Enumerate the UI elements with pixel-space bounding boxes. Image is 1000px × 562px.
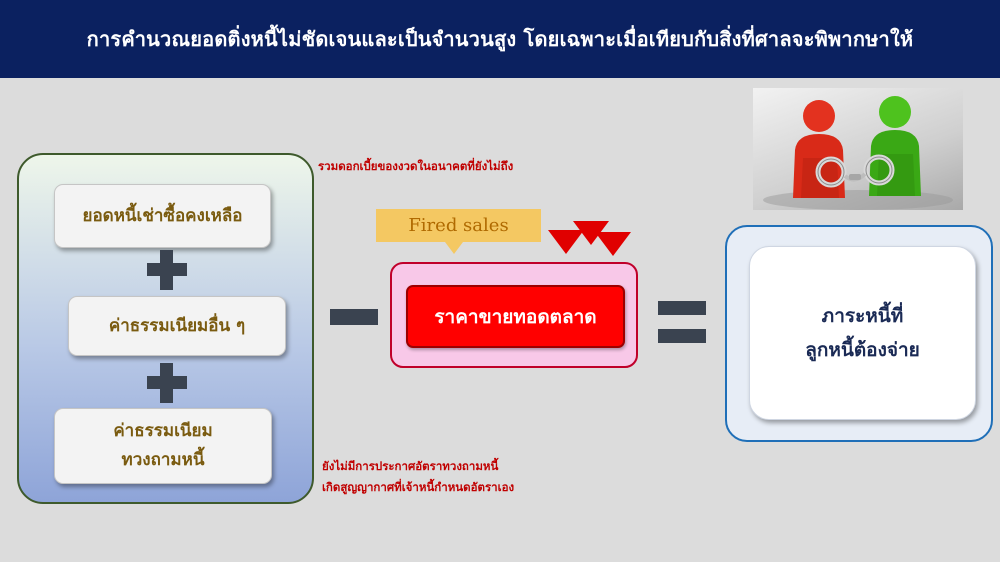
down-arrow-icon bbox=[595, 232, 631, 256]
collection-fee-label-line2: ทวงถามหนี้ bbox=[121, 450, 205, 470]
other-fees-label: ค่าธรรมเนียมอื่น ๆ bbox=[108, 315, 246, 336]
minus-icon bbox=[330, 309, 378, 325]
fired-sales-label: Fired sales bbox=[408, 215, 509, 236]
collection-fee-label-line1: ค่าธรรมเนียม bbox=[113, 421, 213, 442]
debtor-burden-box: ภาระหนี้ที่ ลูกหนี้ต้องจ่าย bbox=[749, 246, 976, 420]
remaining-hire-purchase-box: ยอดหนี้เช่าซื้อคงเหลือ bbox=[54, 184, 271, 248]
equals-icon-bottom bbox=[658, 329, 706, 343]
equals-icon-top bbox=[658, 301, 706, 315]
handcuffed-figures-image bbox=[753, 88, 963, 210]
handcuffed-figures-illustration bbox=[763, 96, 953, 210]
collection-rate-note-line2: เกิดสูญญากาศที่เจ้าหนี้กำหนดอัตราเอง bbox=[322, 480, 515, 495]
plus-icon bbox=[147, 250, 187, 290]
collection-fee-box: ค่าธรรมเนียม ทวงถามหนี้ bbox=[54, 408, 272, 484]
debtor-burden-line1: ภาระหนี้ที่ bbox=[821, 304, 904, 327]
header-banner: การคำนวณยอดติ่งหนี้ไม่ชัดเจนและเป็นจำนวน… bbox=[0, 0, 1000, 78]
collection-rate-note: ยังไม่มีการประกาศอัตราทวงถามหนี้ เกิดสูญ… bbox=[322, 456, 514, 499]
auction-price-label: ราคาขายทอดตลาด bbox=[434, 305, 597, 328]
other-fees-box: ค่าธรรมเนียมอื่น ๆ bbox=[68, 296, 286, 356]
plus-icon bbox=[147, 363, 187, 403]
collection-rate-note-line1: ยังไม่มีการประกาศอัตราทวงถามหนี้ bbox=[322, 459, 499, 473]
fired-sales-callout: Fired sales bbox=[376, 209, 541, 242]
callout-tail-icon bbox=[445, 242, 463, 254]
auction-price-box: ราคาขายทอดตลาด bbox=[406, 285, 625, 348]
future-interest-note: รวมดอกเบี้ยของงวดในอนาคตที่ยังไม่ถึง bbox=[318, 159, 514, 173]
debtor-burden-line2: ลูกหนี้ต้องจ่าย bbox=[805, 339, 920, 361]
remaining-hire-purchase-label: ยอดหนี้เช่าซื้อคงเหลือ bbox=[82, 205, 243, 226]
header-title: การคำนวณยอดติ่งหนี้ไม่ชัดเจนและเป็นจำนวน… bbox=[86, 27, 914, 51]
